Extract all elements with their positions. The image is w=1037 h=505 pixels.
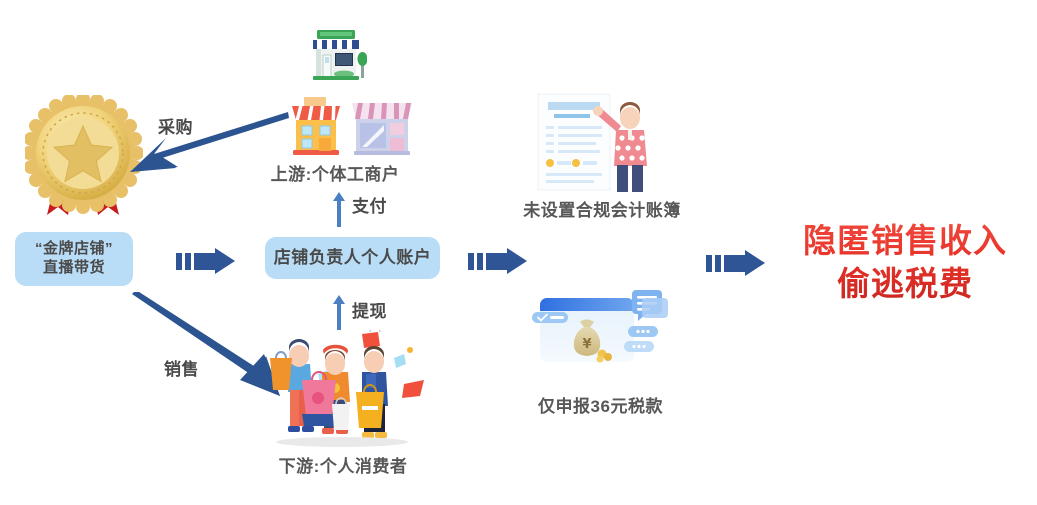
- headline-conclusion: 隐匿销售收入 偷逃税费: [780, 220, 1030, 306]
- block-arrow-2-head: [507, 248, 527, 274]
- caption-downstream: 下游:个人消费者: [278, 457, 408, 476]
- node-gold-shop-line2: 直播带货: [42, 259, 105, 276]
- block-arrow-2-bar: [486, 252, 507, 270]
- accounting-ledger-person-icon: [532, 88, 652, 198]
- arrow-withdrawal-tip: [333, 295, 345, 304]
- headline-line2: 偷逃税费: [837, 264, 973, 302]
- block-arrow-1-bar: [194, 252, 215, 270]
- flow-label-withdrawal: 提现: [352, 302, 387, 321]
- arrow-withdrawal-shaft: [337, 304, 341, 330]
- caption-tax-declared: 仅申报36元税款: [538, 397, 663, 416]
- svg-text:¥: ¥: [582, 337, 591, 352]
- arrow-withdrawal: [333, 295, 345, 330]
- block-arrow-2: [468, 248, 527, 274]
- block-arrow-1-seg1: [176, 252, 182, 270]
- block-arrow-3-seg2: [715, 254, 721, 272]
- storefront-green-icon: [305, 25, 368, 92]
- flow-label-payment: 支付: [352, 197, 387, 216]
- arrow-sales: [130, 290, 290, 407]
- block-arrow-2-seg1: [468, 252, 474, 270]
- caption-upstream: 上游:个体工商户: [270, 165, 400, 184]
- consumer-shoppers-icon: [258, 326, 430, 455]
- node-personal-account[interactable]: 店铺负责人个人账户: [265, 237, 440, 279]
- node-gold-shop-line1: “金牌店铺”: [34, 240, 113, 258]
- arrow-procurement: [110, 110, 290, 185]
- block-arrow-1: [176, 248, 235, 274]
- flow-label-sales: 销售: [164, 360, 199, 379]
- headline-line1: 隐匿销售收入: [803, 222, 1007, 259]
- arrow-payment-tip: [333, 192, 345, 201]
- storefront-pink-icon: [350, 95, 414, 162]
- block-arrow-1-head: [215, 248, 235, 274]
- arrow-payment-shaft: [337, 201, 341, 227]
- gold-medal-star-icon: [22, 92, 144, 225]
- caption-no-books: 未设置合规会计账簿: [523, 201, 681, 220]
- block-arrow-2-seg2: [477, 252, 483, 270]
- block-arrow-1-seg2: [185, 252, 191, 270]
- node-personal-account-label: 店铺负责人个人账户: [273, 248, 432, 268]
- node-gold-shop[interactable]: “金牌店铺” 直播带货: [15, 232, 133, 286]
- arrow-payment: [333, 192, 345, 227]
- money-bag-browser-icon: ¥: [528, 284, 673, 389]
- flow-label-procurement: 采购: [158, 118, 193, 137]
- block-arrow-3-head: [745, 250, 765, 276]
- block-arrow-3-bar: [724, 254, 745, 272]
- block-arrow-3-seg1: [706, 254, 712, 272]
- block-arrow-3: [706, 250, 765, 276]
- storefront-orange-icon: [288, 95, 344, 162]
